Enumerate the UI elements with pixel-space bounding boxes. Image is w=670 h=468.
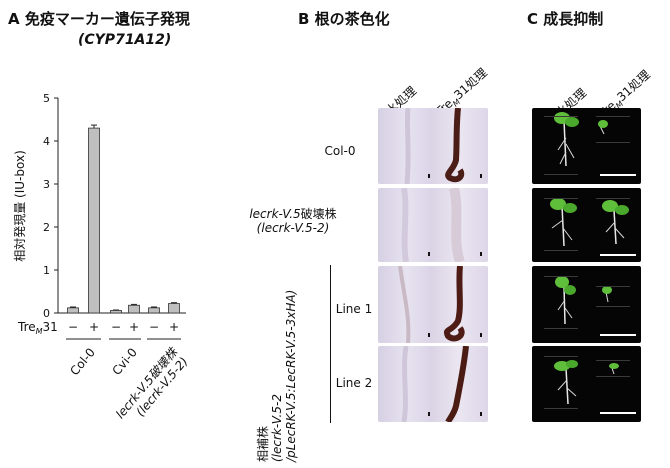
root-photo-mutant-water	[378, 188, 436, 262]
root-photo-col0-water	[378, 108, 436, 184]
group-label-1: Cvi-0	[109, 345, 140, 378]
bar-0	[67, 307, 79, 314]
treatment-sign-1: +	[89, 320, 99, 334]
y-tick-label-0: 0	[43, 307, 50, 320]
root-photo-mutant-trem31	[430, 188, 488, 262]
complement-bracket	[330, 265, 331, 423]
bar-3	[128, 304, 140, 314]
bar-2	[110, 310, 122, 314]
treatment-sign-4: −	[149, 320, 159, 334]
bar-4	[148, 307, 160, 314]
y-tick-label-5: 5	[43, 92, 50, 105]
bar-5	[168, 303, 180, 314]
treatment-sign-2: −	[111, 320, 121, 334]
y-tick-label-4: 4	[43, 135, 50, 148]
panel-b-mutant-suffix: 破壊株	[300, 207, 337, 221]
root-photo-line2-trem31	[430, 346, 488, 422]
treatment-sign-3: +	[129, 320, 139, 334]
panel-c-title: C 成長抑制	[527, 8, 603, 29]
y-tick-label-3: 3	[43, 178, 50, 191]
seedling-photo-col0	[532, 108, 641, 184]
panel-c-letter: C	[527, 10, 539, 28]
panel-b-mutant-allele: (lecrk-V.5-2)	[256, 221, 330, 235]
root-photo-line1-water	[378, 266, 436, 343]
complement-line2: (lecrk-V.5-2	[270, 394, 284, 462]
y-axis-label: 相対発現量 (IU-box)	[13, 150, 27, 262]
complement-word: 相補株	[256, 425, 270, 462]
bar-1	[88, 127, 100, 314]
treatment-sign-0: −	[68, 320, 78, 334]
panel-c-title-text: 成長抑制	[543, 10, 604, 28]
group-label-0: Col-0	[67, 345, 98, 378]
seedling-photo-mutant	[532, 188, 641, 262]
treatment-sign-5: +	[169, 320, 179, 334]
root-photo-line1-trem31	[430, 266, 488, 343]
seedling-photo-line1	[532, 266, 641, 343]
panel-b-tre-suffix: 31処理	[451, 65, 490, 103]
complement-line3: /pLecRK-V.5:LecRK-V.5-3xHA)	[284, 289, 298, 462]
root-photo-line2-water	[378, 346, 436, 422]
panel-b-row-line1: Line 1	[335, 302, 373, 316]
panel-a-title: A 免疫マーカー遺伝子発現	[8, 8, 190, 29]
y-tick-label-1: 1	[43, 264, 50, 277]
panel-b-title: B 根の茶色化	[298, 8, 390, 29]
treatment-label: TreM31	[17, 320, 58, 336]
panel-b-mutant-name: lecrk-V.5	[249, 207, 301, 221]
root-photo-col0-trem31	[430, 108, 488, 184]
panel-c-tre-suffix: 31処理	[614, 67, 653, 105]
y-tick-label-2: 2	[43, 221, 50, 234]
panel-b-letter: B	[298, 10, 310, 28]
panel-b-complement-label: 相補株 (lecrk-V.5-2 /pLecRK-V.5:LecRK-V.5-3…	[256, 290, 298, 462]
panel-a-letter: A	[8, 10, 20, 28]
panel-b-title-text: 根の茶色化	[314, 10, 390, 28]
panel-a-title-text: 免疫マーカー遺伝子発現	[24, 10, 190, 28]
panel-b-row-line2: Line 2	[335, 376, 373, 390]
panel-a-subtitle: (CYP71A12)	[78, 32, 172, 48]
seedling-photo-line2	[532, 346, 641, 422]
panel-b-row-mutant: lecrk-V.5破壊株 (lecrk-V.5-2)	[233, 207, 353, 235]
panel-b-row-col0: Col-0	[324, 144, 356, 158]
